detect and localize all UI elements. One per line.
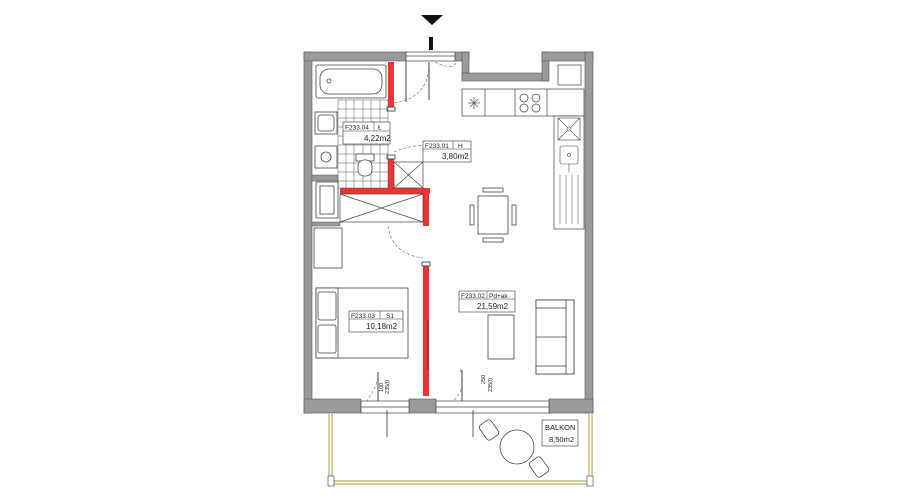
room-label-living: F233.02 Pd+ak 21,59m2 <box>458 290 516 313</box>
room-area: 10,18m2 <box>366 322 398 331</box>
balcony-table-icon <box>478 419 550 478</box>
dining-table-icon <box>469 187 517 243</box>
room-area: 4,22m2 <box>364 134 391 143</box>
room-type: Pd+ak <box>489 293 508 300</box>
washbasin-icon <box>314 111 338 135</box>
coffee-table-icon <box>487 314 515 360</box>
wardrobe-bedroom-icon <box>313 227 343 269</box>
oven-icon <box>559 175 579 224</box>
windows <box>360 51 550 414</box>
room-area: 21,59m2 <box>477 302 509 311</box>
fridge-icon <box>468 97 480 109</box>
washing-machine-icon <box>314 145 338 169</box>
kitchen-counter <box>461 64 585 230</box>
dim-top: 250 <box>481 375 487 384</box>
room-label-hall: F233.01 H 3,80m2 <box>422 140 472 163</box>
room-type: Ł <box>378 125 382 132</box>
wardrobe-icon <box>339 161 424 223</box>
dishwasher-icon <box>557 117 581 141</box>
dim-top: 100 <box>379 383 385 392</box>
toilet-icon <box>355 153 375 177</box>
balcony-label: BALKON 8,50m2 <box>541 419 579 447</box>
room-code: F233.03 <box>351 313 375 320</box>
sofa-icon <box>535 299 575 375</box>
room-code: F233.01 <box>425 143 449 150</box>
cooktop-icon <box>519 93 541 113</box>
dim-bottom: 235(l) <box>385 380 391 394</box>
room-type: H <box>458 143 463 150</box>
room-code: F233.04 <box>345 125 369 132</box>
room-label-bath: F233.04 Ł 4,22m2 <box>342 121 391 145</box>
balcony-name: BALKON <box>545 423 575 432</box>
entrance-arrow-icon <box>421 15 443 50</box>
room-type: S1 <box>386 313 394 320</box>
kitchen-sink-icon <box>559 145 579 172</box>
wall-end-caps <box>386 106 431 267</box>
window-dimension-right: 250 235(l) <box>481 375 494 392</box>
exterior-walls <box>303 51 594 414</box>
room-code: F233.02 <box>461 293 485 300</box>
balcony-area: 8,50m2 <box>549 435 574 444</box>
room-label-bedroom: F233.03 S1 10,18m2 <box>348 310 404 333</box>
bathtub-icon <box>315 64 387 99</box>
room-area: 3,80m2 <box>442 152 469 161</box>
balcony-posts <box>327 475 594 487</box>
balcony-railing <box>328 413 593 485</box>
dim-bottom: 235(l) <box>488 378 494 392</box>
window-dimension-left: 100 235(l) <box>379 380 391 394</box>
new-partition-walls <box>340 62 430 396</box>
radiator-icon <box>315 181 339 219</box>
